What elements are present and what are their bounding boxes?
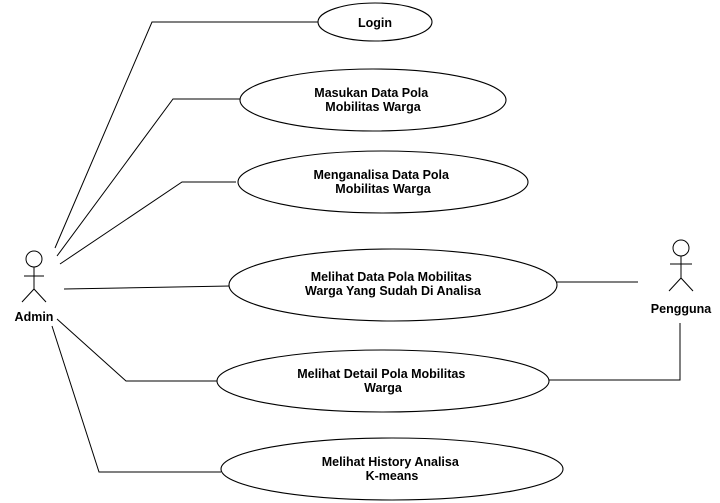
pengguna-label: Pengguna xyxy=(651,302,712,316)
use-case-view-history[interactable]: Melihat History Analisa K-means xyxy=(220,437,564,501)
use-case-label: Login xyxy=(358,16,392,30)
admin-right-leg xyxy=(33,288,47,303)
admin-label: Admin xyxy=(15,310,54,324)
pengguna-left-leg xyxy=(668,277,682,292)
use-case-ellipse[interactable] xyxy=(228,248,558,322)
use-case-label: Masukan Data Pola Mobilitas Warga xyxy=(314,86,431,114)
use-case-label: Melihat History Analisa K-means xyxy=(322,455,463,483)
use-case-label: Melihat Detail Pola Mobilitas Warga xyxy=(297,367,469,395)
assoc-admin-view-history xyxy=(51,325,221,473)
assoc-admin-view-detail xyxy=(56,318,217,382)
pengguna-right-leg xyxy=(680,277,694,292)
admin-head xyxy=(25,250,43,268)
use-case-label-line: Melihat Detail Pola Mobilitas xyxy=(297,367,465,381)
use-case-view-analyzed[interactable]: Melihat Data Pola Mobilitas Warga Yang S… xyxy=(228,248,558,322)
use-case-label-line: Warga Yang Sudah Di Analisa xyxy=(305,284,482,298)
assoc-admin-analyze-data xyxy=(59,181,236,265)
use-case-label-line: Masukan Data Pola xyxy=(314,86,429,100)
actor-admin: Admin xyxy=(15,250,54,324)
use-case-ellipse[interactable] xyxy=(317,2,433,42)
assoc-admin-input-data xyxy=(56,98,241,257)
use-case-label: Menganalisa Data Pola Mobilitas Warga xyxy=(314,168,453,196)
assoc-admin-view-analyzed xyxy=(63,285,231,290)
pengguna-head xyxy=(672,239,690,257)
use-case-label-line: Melihat Data Pola Mobilitas xyxy=(311,270,472,284)
use-case-label-line: Melihat History Analisa xyxy=(322,455,460,469)
use-case-label-line: Mobilitas Warga xyxy=(325,100,421,114)
actor-pengguna: Pengguna xyxy=(651,239,712,316)
use-case-analyze-data[interactable]: Menganalisa Data Pola Mobilitas Warga xyxy=(237,150,529,214)
use-case-ellipse[interactable] xyxy=(216,349,550,413)
use-case-login[interactable]: Login xyxy=(317,2,433,42)
use-case-label-line: Mobilitas Warga xyxy=(335,182,431,196)
use-case-view-detail[interactable]: Melihat Detail Pola Mobilitas Warga xyxy=(216,349,550,413)
use-case-label-line: Warga xyxy=(364,381,403,395)
use-case-input-data[interactable]: Masukan Data Pola Mobilitas Warga xyxy=(239,68,507,132)
use-case-ellipse[interactable] xyxy=(220,437,564,501)
assoc-user-view-detail xyxy=(549,323,681,381)
use-case-label-line: K-means xyxy=(366,469,419,483)
associations xyxy=(51,21,681,473)
use-case-label: Melihat Data Pola Mobilitas Warga Yang S… xyxy=(305,270,482,298)
use-case-label-line: Menganalisa Data Pola xyxy=(314,168,451,182)
admin-left-leg xyxy=(21,288,35,303)
use-case-ellipse[interactable] xyxy=(237,150,529,214)
assoc-admin-login xyxy=(54,21,318,249)
use-case-label-line: Login xyxy=(358,16,392,30)
use-case-ellipse[interactable] xyxy=(239,68,507,132)
